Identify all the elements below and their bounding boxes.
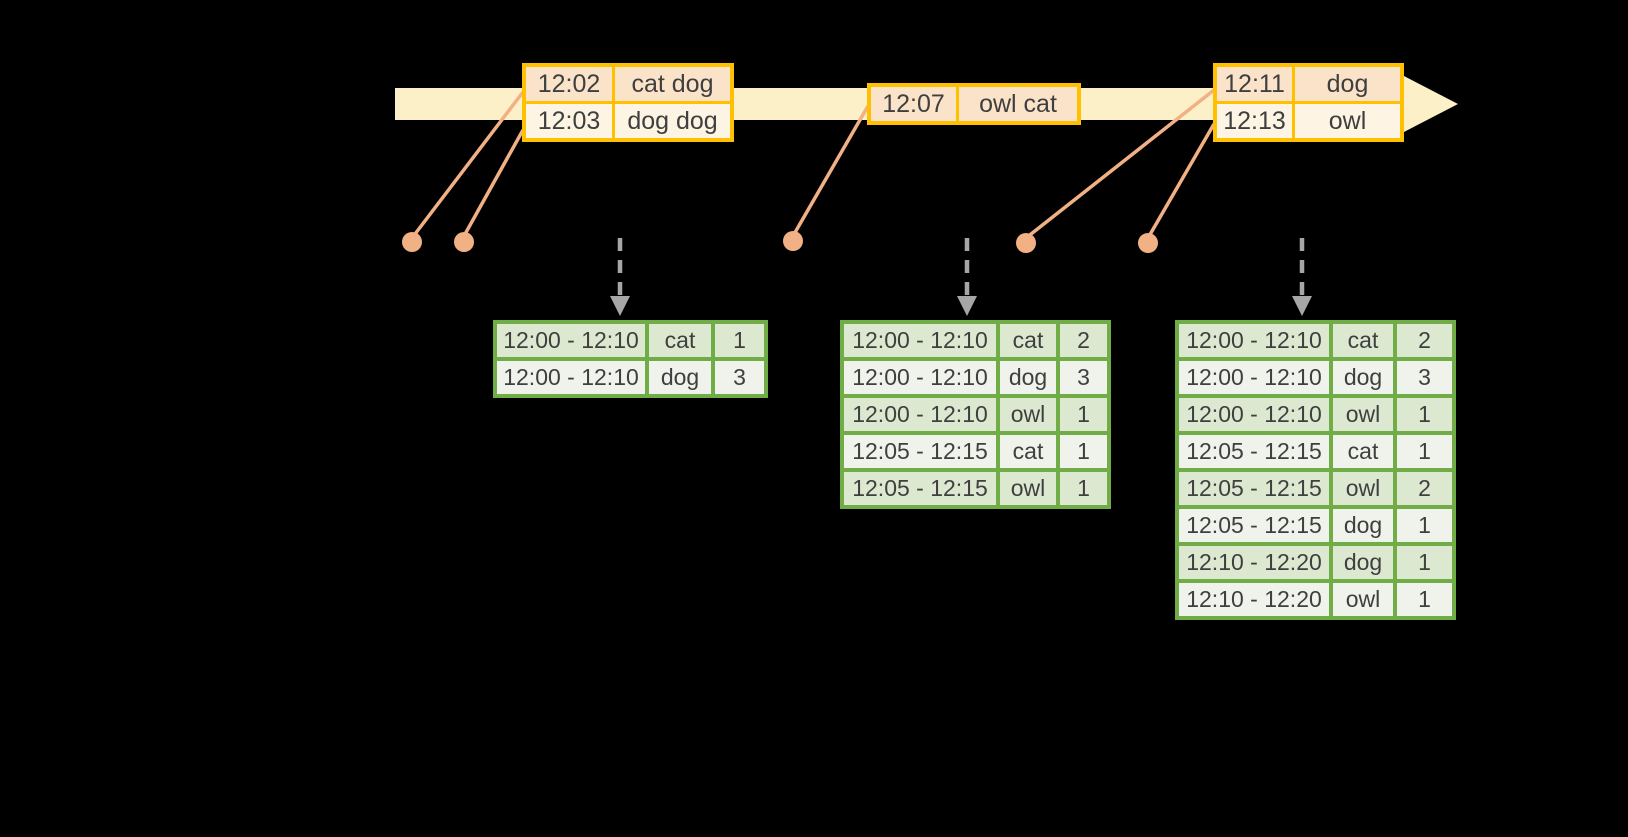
window-cell: 12:00 - 12:10 [840,357,1000,398]
count-cell: 1 [1056,431,1111,472]
event-time-cell: 12:03 [522,101,615,142]
event-words-cell: owl cat [956,83,1081,125]
window-cell: 12:00 - 12:10 [840,394,1000,435]
event-dot [1138,233,1158,253]
window-cell: 12:05 - 12:15 [840,431,1000,472]
timeline-arrowhead-icon [1402,75,1458,133]
window-cell: 12:05 - 12:15 [1175,468,1333,509]
word-cell: dog [1329,505,1397,546]
table-row: 12:00 - 12:10 dog 3 [1175,357,1456,398]
result-table-1: 12:00 - 12:10 cat 1 12:00 - 12:10 dog 3 [493,320,768,398]
event-time-cell: 12:13 [1213,101,1295,142]
word-cell: owl [1329,579,1397,620]
table-row: 12:00 - 12:10 owl 1 [840,394,1111,435]
word-cell: cat [645,320,715,361]
word-cell: owl [996,468,1060,509]
result-table-3: 12:00 - 12:10 cat 2 12:00 - 12:10 dog 3 … [1175,320,1456,620]
window-cell: 12:00 - 12:10 [1175,394,1333,435]
table-row: 12:05 - 12:15 dog 1 [1175,505,1456,546]
event-words-cell: owl [1292,101,1404,142]
table-row: 12:00 - 12:10 dog 3 [840,357,1111,398]
event-table-3: 12:11 dog 12:13 owl [1213,63,1404,142]
count-cell: 2 [1393,320,1456,361]
table-row: 12:02 cat dog [522,63,734,104]
event-words-cell: cat dog [612,63,734,104]
table-row: 12:10 - 12:20 dog 1 [1175,542,1456,583]
window-cell: 12:10 - 12:20 [1175,579,1333,620]
event-dot [454,232,474,252]
count-cell: 1 [711,320,768,361]
trigger-arrowhead-icon [1292,296,1312,316]
count-cell: 3 [1393,357,1456,398]
window-cell: 12:00 - 12:10 [1175,357,1333,398]
count-cell: 1 [1056,468,1111,509]
event-words-cell: dog [1292,63,1404,104]
table-row: 12:11 dog [1213,63,1404,104]
count-cell: 1 [1393,579,1456,620]
window-cell: 12:00 - 12:10 [493,320,649,361]
table-row: 12:05 - 12:15 cat 1 [1175,431,1456,472]
event-dot [783,231,803,251]
table-row: 12:00 - 12:10 cat 1 [493,320,768,361]
word-cell: cat [996,320,1060,361]
word-cell: dog [1329,357,1397,398]
count-cell: 1 [1393,431,1456,472]
word-cell: cat [996,431,1060,472]
event-dot [1016,233,1036,253]
count-cell: 2 [1056,320,1111,361]
word-cell: owl [1329,468,1397,509]
count-cell: 1 [1393,542,1456,583]
event-connector-line [462,129,525,237]
word-cell: dog [1329,542,1397,583]
event-connector-line [1146,123,1216,239]
event-words-cell: dog dog [612,101,734,142]
table-row: 12:10 - 12:20 owl 1 [1175,579,1456,620]
window-cell: 12:00 - 12:10 [840,320,1000,361]
word-cell: owl [1329,394,1397,435]
event-connector-line [1024,88,1216,240]
table-row: 12:00 - 12:10 dog 3 [493,357,768,398]
trigger-arrowhead-icon [957,296,977,316]
table-row: 12:05 - 12:15 owl 1 [840,468,1111,509]
window-cell: 12:05 - 12:15 [1175,431,1333,472]
table-row: 12:05 - 12:15 owl 2 [1175,468,1456,509]
word-cell: dog [645,357,715,398]
count-cell: 1 [1056,394,1111,435]
table-row: 12:03 dog dog [522,101,734,142]
table-row: 12:00 - 12:10 cat 2 [840,320,1111,361]
table-row: 12:00 - 12:10 cat 2 [1175,320,1456,361]
word-cell: dog [996,357,1060,398]
window-cell: 12:00 - 12:10 [1175,320,1333,361]
trigger-arrowhead-icon [610,296,630,316]
event-time-cell: 12:11 [1213,63,1295,104]
event-table-2: 12:07 owl cat [867,83,1081,125]
event-time-cell: 12:02 [522,63,615,104]
word-cell: cat [1329,431,1397,472]
window-cell: 12:00 - 12:10 [493,357,649,398]
count-cell: 3 [711,357,768,398]
count-cell: 1 [1393,394,1456,435]
event-dot [402,232,422,252]
event-time-cell: 12:07 [867,83,959,125]
table-row: 12:13 owl [1213,101,1404,142]
table-row: 12:00 - 12:10 owl 1 [1175,394,1456,435]
window-cell: 12:05 - 12:15 [840,468,1000,509]
table-row: 12:07 owl cat [867,83,1081,125]
event-connector-line [791,105,870,237]
word-cell: owl [996,394,1060,435]
count-cell: 3 [1056,357,1111,398]
result-table-2: 12:00 - 12:10 cat 2 12:00 - 12:10 dog 3 … [840,320,1111,509]
window-cell: 12:10 - 12:20 [1175,542,1333,583]
count-cell: 2 [1393,468,1456,509]
event-connector-line [410,90,525,240]
window-cell: 12:05 - 12:15 [1175,505,1333,546]
table-row: 12:05 - 12:15 cat 1 [840,431,1111,472]
word-cell: cat [1329,320,1397,361]
event-table-1: 12:02 cat dog 12:03 dog dog [522,63,734,142]
count-cell: 1 [1393,505,1456,546]
